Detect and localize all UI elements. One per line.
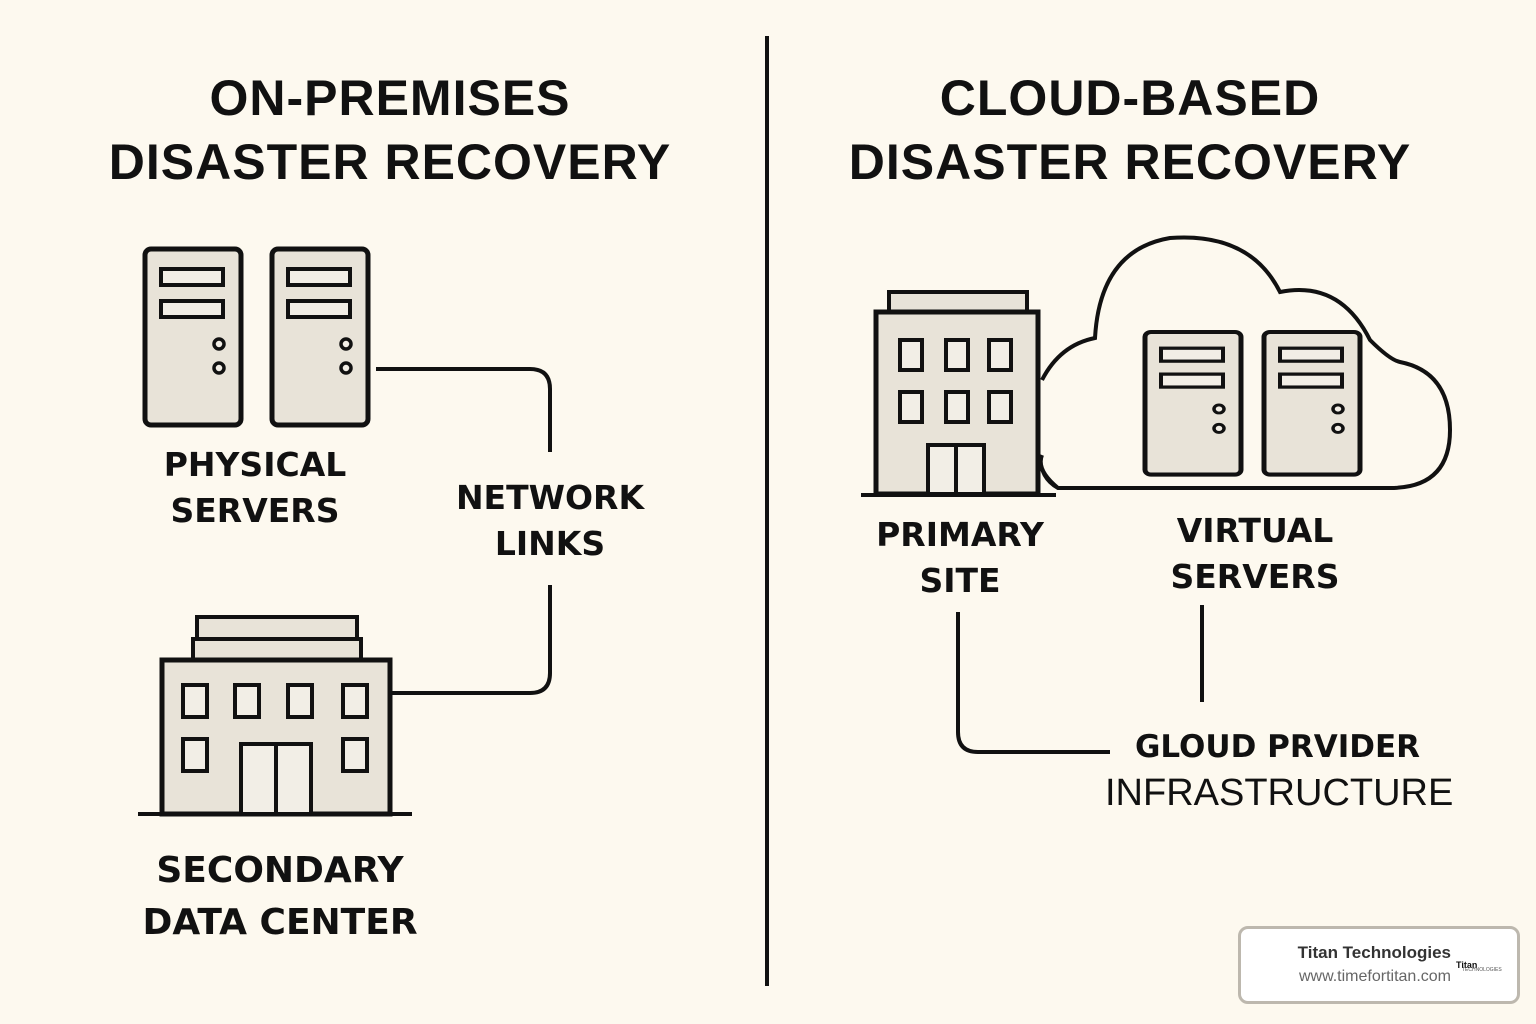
virtual-server-icon-2	[1264, 332, 1360, 475]
cloud-icon	[1038, 235, 1453, 490]
brand-name: Titan Technologies	[1297, 943, 1451, 962]
brand-logo-subtitle: TECHNOLOGIES	[1462, 967, 1502, 973]
primary-site-building-icon	[861, 290, 1056, 497]
network-link-line-top	[376, 367, 552, 452]
virtual-servers-label: VIRTUAL SERVERS	[1140, 508, 1370, 600]
primary-site-connector	[956, 612, 1110, 754]
secondary-data-center-label-line1: SECONDARY	[156, 850, 404, 891]
brand-logo: Titan TECHNOLOGIES	[1456, 960, 1502, 973]
physical-servers-label: PHYSICAL SERVERS	[135, 442, 375, 534]
cloud-based-title-line2: DISASTER RECOVERY	[848, 134, 1412, 190]
brand-badge[interactable]: Titan Technologies www.timefortitan.com …	[1238, 926, 1520, 1004]
secondary-data-center-label: SECONDARY DATA CENTER	[120, 845, 440, 949]
brand-logo-title: Titan	[1456, 960, 1478, 970]
brand-url[interactable]: www.timefortitan.com	[1298, 968, 1451, 985]
on-premises-title-line1: ON-PREMISES	[209, 70, 571, 126]
data-center-building-icon	[138, 615, 412, 817]
cloud-provider-label-line1: GLOUD PRVIDER	[1134, 729, 1421, 765]
physical-servers-label-line1: PHYSICAL	[163, 445, 347, 484]
network-link-line-bottom	[390, 585, 552, 695]
cloud-provider-label: GLOUD PRVIDER INFRASTRUCTURE	[1105, 724, 1454, 816]
primary-site-label-line1: PRIMARY	[876, 515, 1044, 554]
cloud-provider-label-line2: INFRASTRUCTURE	[1105, 772, 1454, 814]
network-links-label-line1: NETWORK	[455, 478, 645, 517]
on-premises-title-line2: DISASTER RECOVERY	[108, 134, 672, 190]
secondary-data-center-label-line2: DATA CENTER	[142, 902, 418, 943]
virtual-servers-label-line1: VIRTUAL	[1176, 511, 1334, 550]
physical-servers-label-line2: SERVERS	[170, 491, 340, 530]
network-links-label-line2: LINKS	[494, 524, 606, 563]
cloud-based-title-line1: CLOUD-BASED	[939, 70, 1321, 126]
network-links-label: NETWORK LINKS	[440, 475, 660, 567]
cloud-based-title: CLOUD-BASED DISASTER RECOVERY	[800, 66, 1460, 194]
on-premises-title: ON-PREMISES DISASTER RECOVERY	[60, 66, 720, 194]
physical-server-icon-2	[272, 249, 368, 425]
virtual-servers-label-line2: SERVERS	[1170, 557, 1340, 596]
physical-server-icon-1	[145, 249, 241, 425]
primary-site-label-line2: SITE	[919, 561, 1001, 600]
virtual-server-icon-1	[1145, 332, 1241, 475]
primary-site-label: PRIMARY SITE	[850, 512, 1070, 604]
